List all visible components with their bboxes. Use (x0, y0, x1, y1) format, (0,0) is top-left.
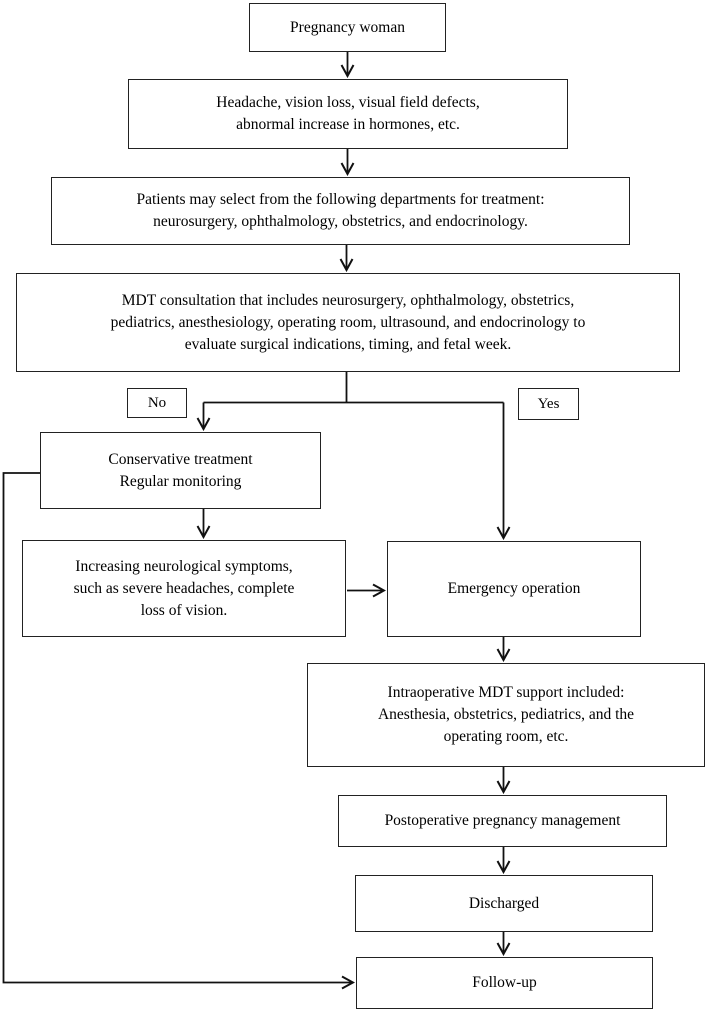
arrow-conservative-feedback-to-followup (2, 472, 353, 983)
node-discharged: Discharged (355, 875, 653, 932)
node-conservative-treatment: Conservative treatment Regular monitorin… (40, 432, 321, 509)
node-intraoperative-mdt: Intraoperative MDT support included: Ane… (307, 663, 705, 767)
node-departments: Patients may select from the following d… (51, 177, 630, 245)
node-mdt-consultation: MDT consultation that includes neurosurg… (16, 273, 680, 372)
branch-label-yes: Yes (518, 388, 579, 420)
node-increasing-symptoms: Increasing neurological symptoms, such a… (22, 540, 346, 637)
branch-label-no: No (127, 388, 187, 418)
node-postoperative-management: Postoperative pregnancy management (338, 795, 667, 847)
node-pregnancy-woman: Pregnancy woman (249, 3, 446, 52)
node-symptoms: Headache, vision loss, visual field defe… (128, 79, 568, 149)
node-emergency-operation: Emergency operation (387, 541, 641, 637)
node-follow-up: Follow-up (356, 957, 653, 1009)
